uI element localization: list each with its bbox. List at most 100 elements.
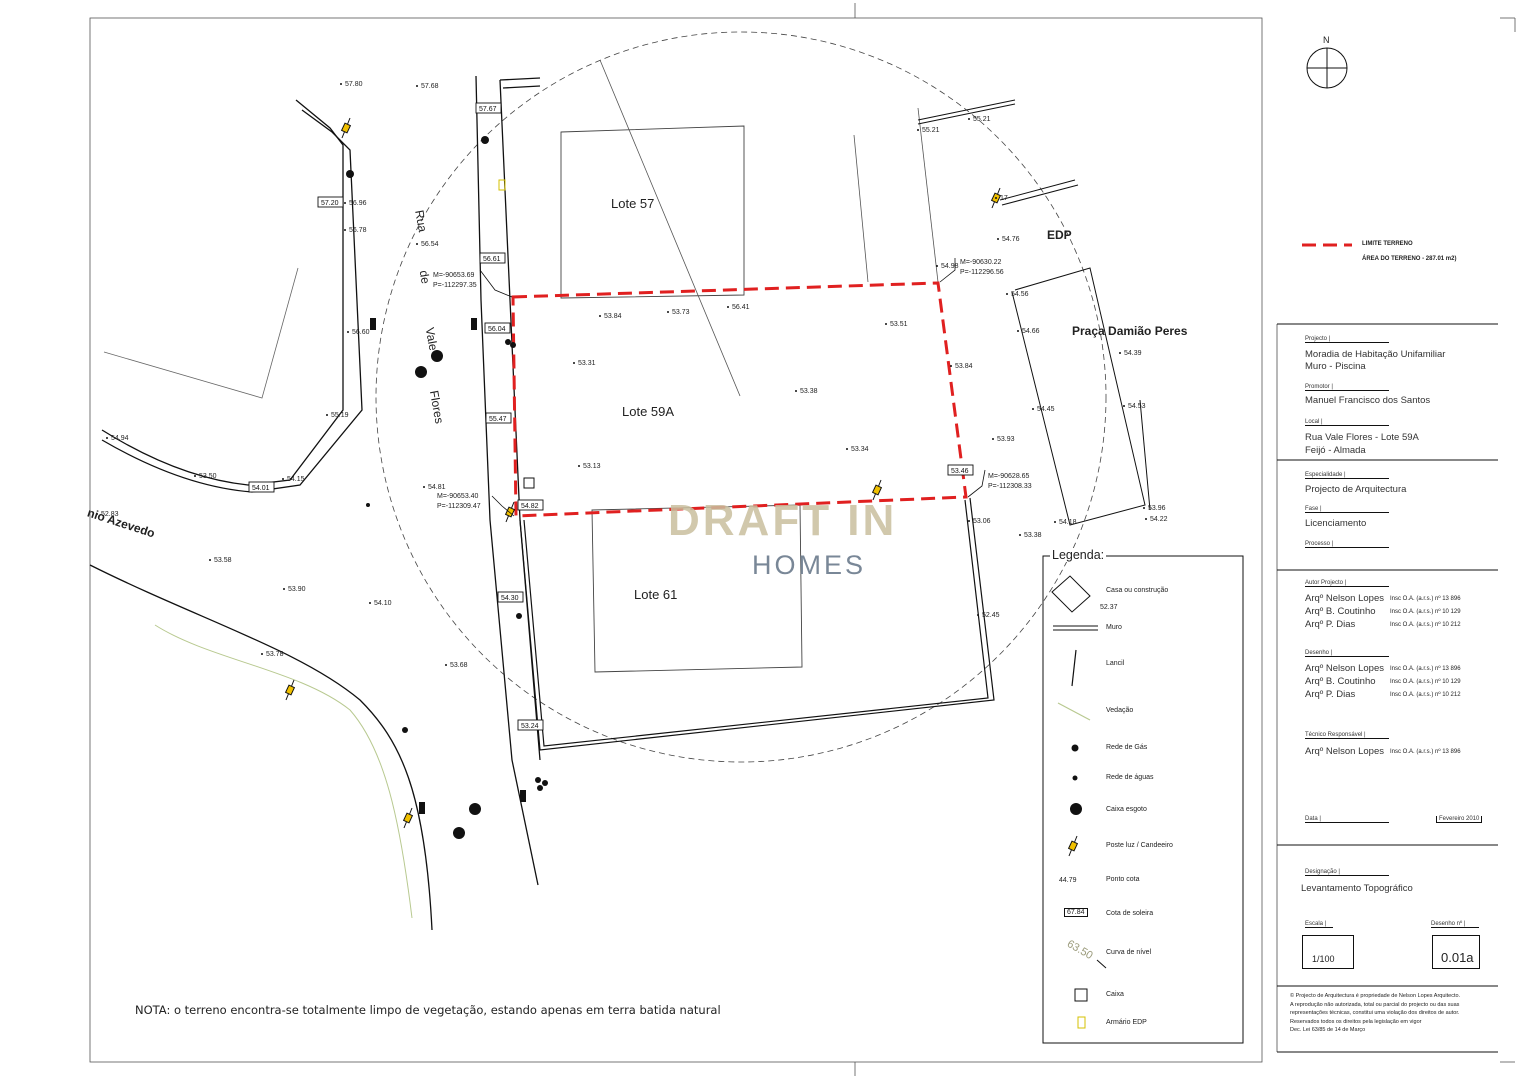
spot-height-point	[283, 588, 285, 590]
tb-person-insc: Insc O.A. (a.r.s.) nº 10 212	[1390, 622, 1461, 628]
tb-person-name: Arqº P. Dias	[1305, 689, 1356, 700]
spot-height-point	[573, 362, 575, 364]
spot-height-point	[416, 243, 418, 245]
spot-height-point	[846, 448, 848, 450]
legend-item-label: Rede de Gás	[1106, 744, 1148, 751]
spot-height-point	[1119, 352, 1121, 354]
legend-item-label: Caixa	[1106, 991, 1124, 998]
north-arrow	[1306, 47, 1348, 89]
spot-height-point	[96, 513, 98, 515]
coord-se-p: P=-112308.33	[988, 483, 1032, 490]
tb-promotor: Manuel Francisco dos Santos	[1305, 395, 1431, 406]
spot-height-label: 54.98	[941, 263, 959, 270]
boxed-level-frame	[475, 102, 502, 114]
boxed-level-frame	[484, 322, 511, 334]
coord-sw-m: M=-90653.40	[437, 493, 479, 500]
tb-autor-key: Autor Projecto |	[1305, 580, 1389, 587]
spot-height-label: 53.50	[199, 473, 217, 480]
spot-height-point	[445, 664, 447, 666]
spot-height-label: 54.39	[1124, 350, 1142, 357]
spot-height-label: 53.38	[1024, 532, 1042, 539]
coord-se-m: M=-90628.65	[988, 473, 1030, 480]
spot-height-label: 53.31	[578, 360, 596, 367]
tb-fase-key: Fase |	[1305, 506, 1389, 513]
coord-sw-p: P=-112309.47	[437, 503, 481, 510]
spot-height-label: 56.78	[349, 227, 367, 234]
spot-height-point	[1032, 408, 1034, 410]
spot-height-label: 53.38	[800, 388, 818, 395]
label-edp: EDP	[1047, 228, 1072, 242]
spot-height-point	[1054, 521, 1056, 523]
coord-ne-m: M=-90630.22	[960, 259, 1002, 266]
spot-height-point	[599, 315, 601, 317]
spot-height-label: 53.51	[890, 321, 908, 328]
spot-height-label: 54.22	[1150, 516, 1168, 523]
spot-height-label: 55.21	[922, 127, 940, 134]
tb-copyright-line: A reprodução não autorizada, total ou pa…	[1290, 1001, 1460, 1008]
spot-height-label: 53.93	[997, 436, 1015, 443]
watermark-line1: DRAFT IN	[668, 496, 898, 545]
boxed-levels-layer: 57.6757.2056.6156.0455.4754.0154.8254.30…	[248, 102, 974, 731]
tb-projecto-l1: Moradia de Habitação Unifamiliar	[1305, 349, 1446, 360]
spot-height-point	[1143, 507, 1145, 509]
spot-height-label: 53.90	[288, 586, 306, 593]
spot-height-point	[667, 311, 669, 313]
tb-especialidade: Projecto de Arquitectura	[1305, 484, 1407, 495]
spot-height-label: 56.54	[421, 241, 439, 248]
tb-data-key: Data |	[1305, 816, 1389, 823]
spot-height-label: 54.81	[428, 484, 446, 491]
tb-escala-box	[1302, 935, 1354, 969]
spot-height-point	[1019, 534, 1021, 536]
tb-tecnico-insc: Insc O.A. (a.r.s.) nº 13 896	[1390, 749, 1461, 755]
legend-symbols	[1051, 575, 1107, 1029]
north-label: N	[1323, 35, 1330, 45]
lot-boundary-limit	[511, 281, 968, 518]
spot-height-point	[326, 414, 328, 416]
tb-person-insc: Insc O.A. (a.r.s.) nº 10 129	[1390, 609, 1461, 615]
tb-copyright-line: Reservados todos os direitos pela legisl…	[1290, 1018, 1422, 1025]
boxed-level-label: 53.24	[521, 723, 539, 730]
boxed-level-label: 54.30	[501, 595, 519, 602]
coord-nw-m: M=-90653.69	[433, 272, 475, 279]
tb-person-insc: Insc O.A. (a.r.s.) nº 10 212	[1390, 692, 1461, 698]
boxed-level-label: 54.82	[521, 503, 539, 510]
tb-copyright-line: © Projecto de Arquitectura é propriedade…	[1290, 993, 1461, 999]
spot-height-point	[578, 465, 580, 467]
spot-height-point	[995, 197, 997, 199]
boxed-level-label: 56.61	[483, 256, 501, 263]
spot-height-point	[106, 437, 108, 439]
spot-height-label: 55.21	[973, 116, 991, 123]
spot-height-label: 56.60	[352, 329, 370, 336]
spot-height-point	[950, 365, 952, 367]
spot-height-label: 54.15	[287, 476, 305, 483]
spot-height-label: 53.73	[672, 309, 690, 316]
spot-height-point	[1017, 330, 1019, 332]
coord-sw: M=-90653.40 P=-112309.47	[437, 492, 481, 512]
tb-desenho-n-box	[1432, 935, 1480, 969]
spot-height-point	[423, 486, 425, 488]
spot-height-label: 52.45	[982, 612, 1000, 619]
spot-height-point	[997, 238, 999, 240]
spot-height-label: 53.84	[604, 313, 622, 320]
legend-item-label: Caixa esgoto	[1106, 806, 1147, 813]
tb-person-name: Arqº P. Dias	[1305, 619, 1356, 630]
boxed-level-frame	[485, 412, 512, 424]
road-west-curve	[89, 99, 433, 931]
tb-escala-key: Escala |	[1305, 921, 1333, 928]
spot-height-label: 53.68	[450, 662, 468, 669]
legend-area-label: ÁREA DO TERRENO - 287.01 m2)	[1362, 256, 1457, 262]
tb-tecnico-name: Arqº Nelson Lopes	[1305, 746, 1384, 757]
spot-height-point	[1006, 293, 1008, 295]
label-lote-61: Lote 61	[634, 587, 678, 602]
spot-height-label: 54.45	[1037, 406, 1055, 413]
tb-tecnico-key: Técnico Responsável |	[1305, 732, 1389, 739]
tb-designacao-key: Designação |	[1305, 869, 1389, 876]
legend-item-label: Muro	[1106, 624, 1122, 631]
boxed-level-frame	[947, 464, 974, 476]
spot-height-label: 57.68	[421, 83, 439, 90]
legend-item-label: Curva de nível	[1106, 949, 1152, 956]
boxed-level-label: 54.01	[252, 485, 270, 492]
boxed-level-frame	[497, 591, 524, 603]
